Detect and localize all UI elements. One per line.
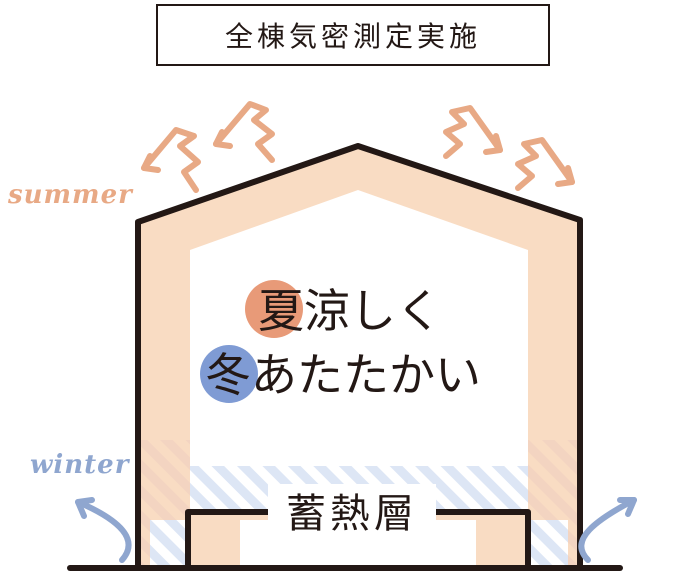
summer-label: summer bbox=[8, 180, 133, 210]
warm-text: 冬あたたかい bbox=[205, 352, 481, 398]
foundation-right-gap bbox=[530, 520, 568, 565]
winter-label: winter bbox=[30, 450, 130, 480]
title-text: 全棟気密測定実施 bbox=[224, 20, 481, 53]
cool-rest: 涼しく bbox=[304, 284, 442, 338]
foundation-left-gap bbox=[150, 520, 188, 565]
cool-char: 夏 bbox=[258, 284, 304, 338]
title-box: 全棟気密測定実施 bbox=[156, 4, 550, 66]
storage-layer-label: 蓄熱層 bbox=[268, 484, 436, 537]
warm-rest: あたたかい bbox=[251, 348, 481, 402]
summer-dot bbox=[245, 280, 303, 338]
heat-escape-arrow-icon bbox=[141, 101, 575, 193]
winter-dot bbox=[200, 345, 258, 403]
house-interior bbox=[190, 190, 528, 470]
cold-air-arrow-icon bbox=[75, 497, 637, 563]
warm-char: 冬 bbox=[205, 348, 251, 402]
cool-text: 夏涼しく bbox=[258, 288, 442, 334]
